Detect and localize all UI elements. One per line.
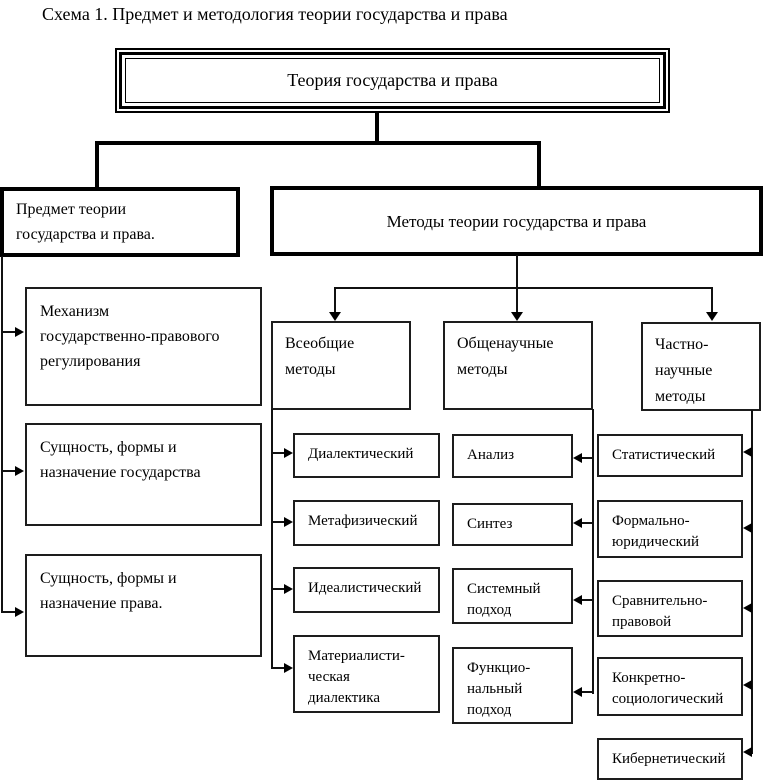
arrow-right-subject-child-0: [15, 327, 24, 337]
arrow-down-group-2: [706, 312, 718, 321]
connector-g0-leaf-1: [273, 521, 285, 523]
connector-group-1-spine: [592, 409, 594, 694]
arrow-left-g2-leaf-3: [743, 680, 752, 690]
connector-group-2-stub: [711, 287, 713, 313]
arrow-left-g2-leaf-2: [743, 603, 752, 613]
group-header-0: Всеобщие методы: [271, 321, 411, 410]
connector-to-subject: [95, 141, 99, 187]
connector-methods-horizontal: [334, 287, 713, 289]
g1-leaf-box-3: Функцио- нальный подход: [452, 647, 573, 724]
connector-g1-leaf-2: [581, 599, 593, 601]
root-box: Теория государства и права: [115, 48, 670, 113]
arrow-left-g1-leaf-2: [573, 595, 582, 605]
connector-g1-leaf-0: [581, 457, 593, 459]
arrow-left-g2-leaf-4: [743, 747, 752, 757]
connector-g1-leaf-1: [581, 522, 593, 524]
arrow-right-g0-leaf-2: [284, 584, 293, 594]
connector-group-2-spine: [751, 410, 753, 754]
subject-box: Предмет теории государства и права.: [0, 187, 240, 257]
arrow-down-group-0: [329, 312, 341, 321]
connector-to-methods: [537, 141, 541, 186]
connector-g1-leaf-3: [581, 691, 593, 693]
group-header-1: Общенаучные методы: [443, 321, 593, 410]
connector-group-0-spine: [271, 409, 273, 669]
diagram-title: Схема 1. Предмет и методология теории го…: [42, 4, 508, 24]
subject-child-box-2: Сущность, формы и назначение права.: [25, 554, 262, 657]
connector-subject-child-0: [3, 331, 15, 333]
connector-methods-stem: [516, 255, 518, 288]
g0-leaf-box-2: Идеалистический: [293, 567, 440, 613]
root-box-label: Теория государства и права: [125, 58, 660, 103]
arrow-right-g0-leaf-0: [284, 448, 293, 458]
arrow-left-g2-leaf-1: [743, 523, 752, 533]
arrow-right-g0-leaf-3: [284, 663, 293, 673]
g2-leaf-box-2: Сравнительно- правовой: [597, 580, 743, 637]
g2-leaf-box-0: Статистический: [597, 434, 743, 477]
connector-g0-leaf-0: [273, 452, 285, 454]
connector-root-stem: [375, 112, 379, 143]
connector-subject-child-2: [3, 611, 15, 613]
g0-leaf-box-3: Материалисти- ческая диалектика: [293, 635, 440, 713]
methods-box: Методы теории государства и права: [270, 186, 763, 256]
connector-subject-spine: [1, 256, 3, 613]
connector-subject-child-1: [3, 470, 15, 472]
arrow-right-g0-leaf-1: [284, 517, 293, 527]
arrow-right-subject-child-2: [15, 607, 24, 617]
connector-group-1-stub: [516, 287, 518, 313]
subject-child-box-0: Механизм государственно-правового регули…: [25, 287, 262, 406]
arrow-left-g1-leaf-0: [573, 453, 582, 463]
g2-leaf-box-3: Конкретно- социологический: [597, 657, 743, 716]
g0-leaf-box-1: Метафизический: [293, 500, 440, 546]
g1-leaf-box-2: Системный подход: [452, 568, 573, 624]
group-header-2: Частно- научные методы: [641, 322, 761, 411]
connector-g0-leaf-2: [273, 588, 285, 590]
connector-group-0-stub: [334, 287, 336, 313]
arrow-left-g1-leaf-3: [573, 687, 582, 697]
arrow-right-subject-child-1: [15, 466, 24, 476]
g0-leaf-box-0: Диалектический: [293, 433, 440, 478]
g2-leaf-box-4: Кибернетический: [597, 738, 743, 780]
arrow-left-g1-leaf-1: [573, 518, 582, 528]
connector-g0-leaf-3: [273, 667, 285, 669]
g1-leaf-box-0: Анализ: [452, 434, 573, 478]
g1-leaf-box-1: Синтез: [452, 503, 573, 546]
g2-leaf-box-1: Формально- юридический: [597, 500, 743, 558]
connector-split-horizontal: [95, 141, 541, 145]
subject-child-box-1: Сущность, формы и назначение государства: [25, 423, 262, 526]
root-box-mid-border: Теория государства и права: [119, 52, 666, 109]
arrow-left-g2-leaf-0: [743, 447, 752, 457]
arrow-down-group-1: [511, 312, 523, 321]
